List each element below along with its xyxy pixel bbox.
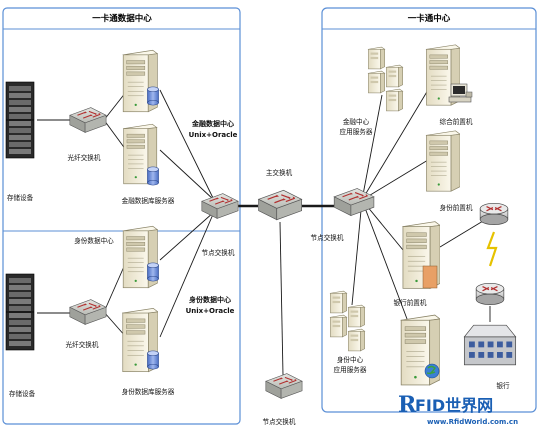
main-switch: 主交换机 bbox=[257, 168, 303, 221]
bank-frontend-label: 银行前置机 bbox=[394, 298, 427, 307]
finance-app-servers: 金融中心 应用服务器 bbox=[340, 46, 404, 136]
lower-fiber-switch: 光纤交换机 bbox=[66, 299, 107, 349]
card-reader-icon bbox=[422, 265, 438, 289]
finance-db-server-label: 金融数据库服务器 bbox=[122, 196, 175, 205]
upper-storage: 存储设备 bbox=[5, 81, 35, 202]
database-icon bbox=[147, 262, 159, 282]
finance-app-label-2: 应用服务器 bbox=[340, 127, 373, 136]
bank-frontend: 银行前置机 bbox=[394, 221, 440, 307]
lower-fiber-switch-label: 光纤交换机 bbox=[66, 340, 99, 349]
lower-storage: 存储设备 bbox=[5, 273, 36, 398]
identity-frontend-label: 身份前置机 bbox=[440, 203, 473, 212]
identity-db-server-label: 身份数据库服务器 bbox=[122, 387, 175, 396]
web-server bbox=[400, 314, 440, 386]
identity-app-label-2: 应用服务器 bbox=[334, 365, 367, 374]
finance-center-label: 金融数据中心 bbox=[191, 119, 234, 128]
general-frontend: 综合前置机 bbox=[425, 44, 473, 126]
finance-db-server: 金融数据库服务器 bbox=[122, 123, 175, 205]
general-frontend-label: 综合前置机 bbox=[440, 117, 473, 126]
bank-building: 银行 bbox=[463, 324, 517, 390]
left-panel: 一卡通数据中心 bbox=[2, 7, 241, 425]
identity-app-label-1: 身份中心 bbox=[337, 355, 364, 364]
bank-routers bbox=[475, 202, 509, 322]
building-icon bbox=[463, 324, 517, 366]
right-panel-title: 一卡通中心 bbox=[408, 13, 451, 24]
left-node-switch: 节点交换机 bbox=[201, 193, 239, 257]
database-icon bbox=[147, 350, 159, 370]
upper-storage-label: 存储设备 bbox=[7, 193, 34, 202]
database-icon bbox=[147, 86, 159, 106]
watermark-brand: FID世界网 bbox=[415, 396, 493, 415]
identity-center-label: 身份数据中心 bbox=[188, 295, 231, 304]
watermark-url: www.RfidWorld.com.cn bbox=[427, 418, 518, 426]
left-node-switch-label: 节点交换机 bbox=[202, 248, 235, 257]
identity-db-server: 身份数据库服务器 bbox=[122, 307, 175, 396]
router-icon bbox=[479, 202, 509, 226]
left-panel-title: 一卡通数据中心 bbox=[92, 13, 152, 24]
bottom-node-switch-label: 节点交换机 bbox=[263, 417, 296, 426]
watermark: R FID世界网 www.RfidWorld.com.cn bbox=[398, 392, 518, 426]
connection-lines bbox=[37, 89, 489, 376]
watermark-r: R bbox=[398, 392, 417, 418]
workstation-icon bbox=[448, 83, 473, 103]
identity-center-top-label: 身份数据中心 bbox=[74, 236, 114, 245]
main-switch-label: 主交换机 bbox=[266, 168, 293, 177]
finance-app-label-1: 金融中心 bbox=[343, 117, 370, 126]
upper-fiber-switch-label: 光纤交换机 bbox=[68, 153, 101, 162]
lower-storage-label: 存储设备 bbox=[9, 389, 36, 398]
router-icon bbox=[475, 282, 505, 306]
bank-label: 银行 bbox=[496, 381, 510, 390]
identity-app-servers: 身份中心 应用服务器 bbox=[329, 290, 367, 374]
bottom-node-switch: 节点交换机 bbox=[263, 373, 303, 426]
right-node-switch-label: 节点交换机 bbox=[311, 233, 344, 242]
wireless-link-icon bbox=[486, 231, 498, 267]
identity-frontend: 身份前置机 bbox=[425, 130, 473, 212]
identity-center-tech-label: Unix+Oracle bbox=[186, 307, 235, 315]
database-icon bbox=[147, 166, 159, 186]
upper-fiber-switch: 光纤交换机 bbox=[68, 107, 107, 162]
finance-center-server bbox=[122, 49, 159, 113]
right-node-switch: 节点交换机 bbox=[311, 187, 375, 242]
identity-center-server bbox=[122, 225, 159, 289]
right-panel: 一卡通中心 bbox=[321, 7, 537, 413]
finance-center-tech-label: Unix+Oracle bbox=[189, 131, 238, 139]
